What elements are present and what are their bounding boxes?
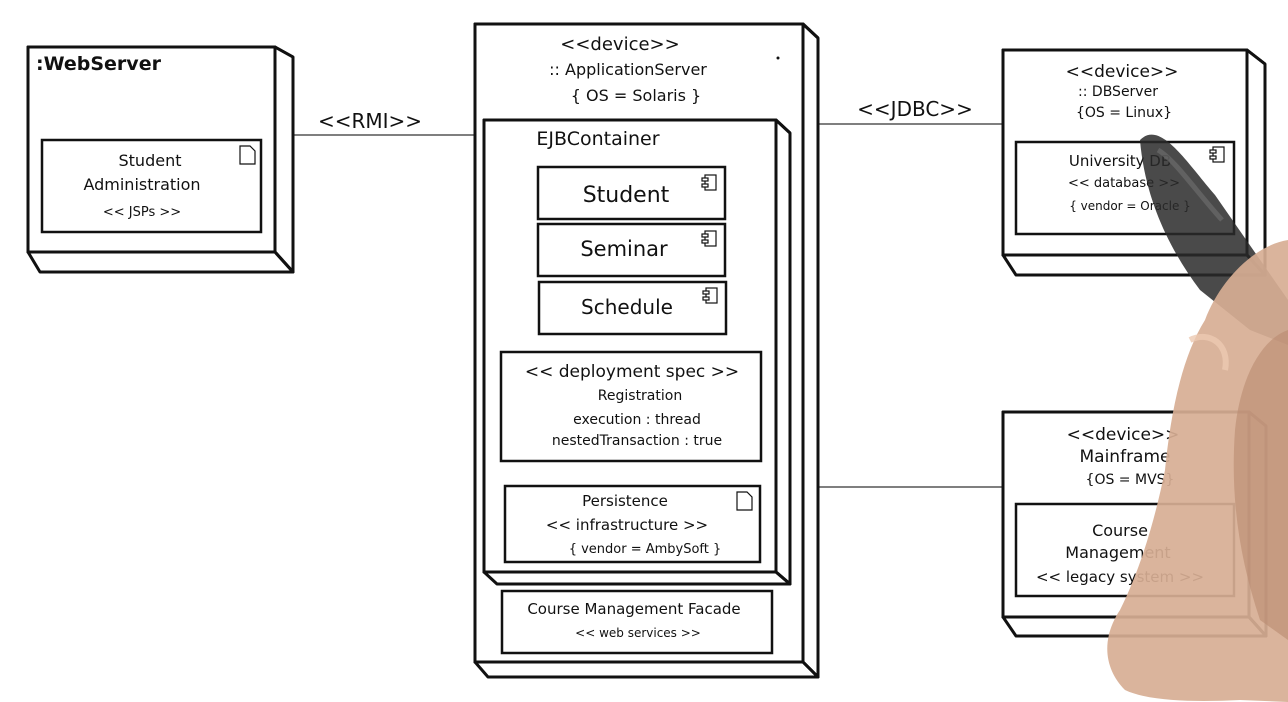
jdbc-label: <<JDBC>> (857, 97, 973, 121)
ejb-container-title: EJBContainer (536, 128, 659, 150)
app-server-node: <<device>> :: ApplicationServer { OS = S… (473, 22, 820, 679)
db-server-name: :: DBServer (1078, 84, 1158, 100)
deployment-spec-line2: nestedTransaction : true (552, 433, 722, 449)
student-admin-artifact: Student Administration << JSPs >> (40, 138, 263, 234)
deployment-spec-name: Registration (598, 388, 682, 404)
mainframe-stereotype: <<device>> (1067, 425, 1180, 445)
persistence-name: Persistence (582, 492, 668, 510)
component-student: Student (536, 165, 727, 221)
student-admin-stereotype: << JSPs >> (103, 205, 181, 220)
persistence-artifact: Persistence << infrastructure >> { vendo… (503, 484, 762, 564)
facade-stereotype: << web services >> (575, 626, 701, 640)
component-icon (1209, 146, 1225, 163)
deployment-spec-stereotype: << deployment spec >> (525, 362, 739, 382)
component-seminar-label: Seminar (580, 237, 668, 261)
connections (293, 123, 1003, 488)
webserver-node: :WebServer Student Administration << JSP… (26, 45, 295, 274)
app-server-stereotype: <<device>> (560, 34, 679, 55)
student-admin-line2: Administration (83, 175, 200, 194)
hand-skin (1107, 240, 1288, 702)
deployment-spec-line1: execution : thread (573, 412, 701, 428)
knuckle-highlight (1188, 333, 1229, 371)
rmi-label: <<RMI>> (318, 109, 422, 133)
app-server-name: :: ApplicationServer (549, 60, 707, 79)
course-management-facade: Course Management Facade << web services… (500, 589, 774, 655)
component-icon (701, 174, 717, 191)
component-schedule-label: Schedule (581, 295, 673, 319)
ejb-container-node: EJBContainer Student Seminar (482, 118, 792, 586)
mainframe-constraint: {OS = MVS} (1086, 472, 1175, 488)
mainframe-name: Mainframe (1080, 447, 1171, 467)
component-icon (701, 230, 717, 247)
db-server-constraint: {OS = Linux} (1076, 105, 1172, 121)
component-student-label: Student (583, 183, 670, 208)
pen-dot (776, 56, 780, 60)
component-schedule: Schedule (537, 280, 728, 336)
component-seminar: Seminar (536, 222, 727, 278)
facade-name: Course Management Facade (527, 600, 740, 618)
deployment-spec: << deployment spec >> Registration execu… (499, 350, 763, 463)
persistence-stereotype: << infrastructure >> (546, 516, 708, 534)
webserver-title: :WebServer (36, 53, 162, 75)
component-icon (702, 287, 718, 304)
document-icon (239, 145, 256, 165)
student-admin-line1: Student (119, 151, 182, 170)
app-server-constraint: { OS = Solaris } (571, 86, 701, 105)
course-mgmt-line1: Course (1092, 521, 1148, 540)
marker-pen-highlight (1156, 147, 1224, 222)
persistence-constraint: { vendor = AmbySoft } (569, 542, 722, 557)
hand-with-marker (1107, 134, 1288, 702)
document-icon (736, 491, 753, 511)
mainframe-node: <<device>> Mainframe {OS = MVS} Course M… (1001, 410, 1268, 638)
hand-shadow (1233, 330, 1288, 640)
db-server-stereotype: <<device>> (1066, 62, 1179, 82)
